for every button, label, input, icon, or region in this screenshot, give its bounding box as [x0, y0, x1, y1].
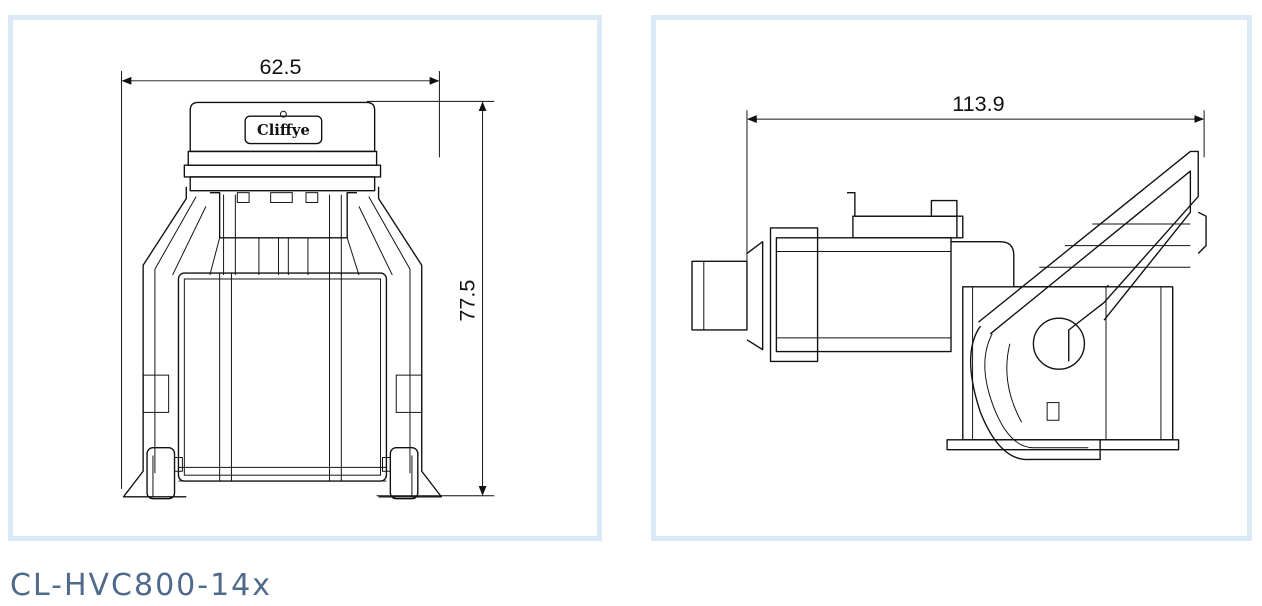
height-dimension: 77.5 — [366, 100, 495, 497]
brand-logo: Cliffye — [257, 122, 310, 139]
model-title: CL-HVC800-14x — [10, 568, 273, 603]
width-label: 62.5 — [259, 54, 301, 79]
front-view-panel: 62.5 77.5 Cliffye — [8, 15, 602, 541]
side-view-panel: 113.9 — [651, 15, 1252, 541]
connector-front: Cliffye — [122, 101, 443, 500]
height-label: 77.5 — [455, 280, 480, 322]
length-label: 113.9 — [952, 91, 1004, 116]
side-view-drawing: 113.9 — [691, 91, 1207, 461]
width-dimension: 62.5 — [121, 54, 440, 489]
front-view-drawing: 62.5 77.5 Cliffye — [121, 54, 495, 500]
connector-side — [691, 150, 1207, 461]
length-dimension: 113.9 — [746, 91, 1205, 278]
